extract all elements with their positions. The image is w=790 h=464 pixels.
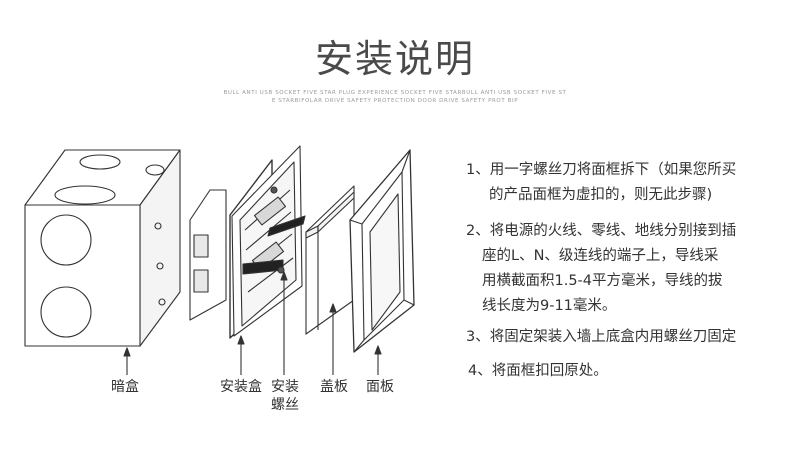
- step-4-line1: 4、将面框扣回原处。: [468, 363, 608, 379]
- mounting-base-illustration: [189, 145, 306, 339]
- step-1-line1: 1、用一字螺丝刀将面框拆下（如果您所买: [466, 162, 737, 178]
- label-screw-line2: 螺丝: [271, 397, 299, 413]
- label-screw-line1: 安装: [271, 379, 299, 395]
- step-2-line2: 座的L、N、级连线的端子上，导线采: [482, 248, 719, 264]
- label-face-panel: 面板: [366, 379, 394, 395]
- step-3-line1: 3、将固定架装入墙上底盒内用螺丝刀固定: [466, 329, 737, 345]
- label-mounting-box: 安装盒: [220, 379, 262, 395]
- label-leader-lines: [123, 271, 382, 375]
- label-back-box: 暗盒: [111, 379, 139, 395]
- label-screw: 安装 螺丝: [262, 378, 308, 414]
- step-2-line4: 线长度为9-11毫米。: [482, 298, 617, 314]
- step-1-line2: 的产品面框为虚扣的，则无此步骤): [489, 187, 713, 203]
- english-subtitle-line2: E STARBIFOLAR DRIVE SAFETY PROTECTION DO…: [271, 98, 519, 104]
- step-2-line3: 用横截面积1.5-4平方毫米，导线的拔: [482, 273, 723, 289]
- label-cover-plate: 盖板: [320, 379, 348, 395]
- page-title: 安装说明: [314, 37, 475, 81]
- face-panel-illustration: [349, 149, 415, 353]
- back-box-illustration: [24, 149, 181, 347]
- english-subtitle-line1: BULL ANTI USB SOCKET FIVE STAR PLUG EXPE…: [223, 90, 567, 96]
- step-2-line1: 2、将电源的火线、零线、地线分别接到插: [466, 223, 737, 239]
